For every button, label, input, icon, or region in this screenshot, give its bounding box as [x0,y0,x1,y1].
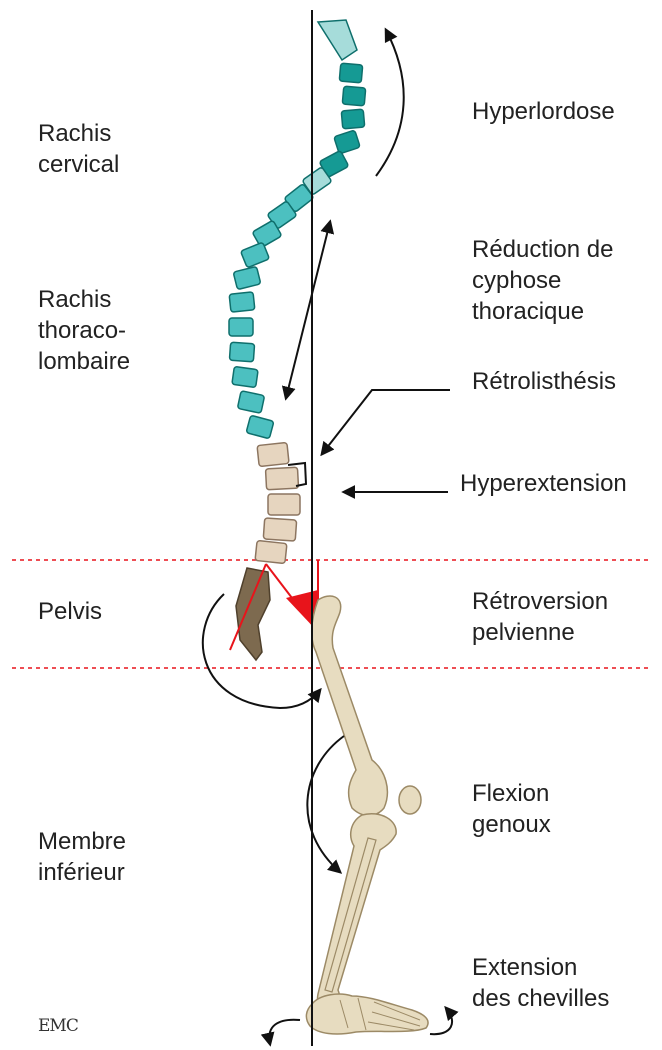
femur [312,596,388,816]
label-ankle-extension: Extension des chevilles [472,952,609,1014]
thoracic-spine [229,184,314,439]
ankle-left-arrow [269,1020,300,1044]
label-knee-flexion: Flexion genoux [472,778,551,840]
label-hyperextension: Hyperextension [460,468,627,499]
label-pelvic-retroversion: Rétroversion pelvienne [472,586,608,648]
patella [399,786,421,814]
kyphosis-double-arrow [286,222,330,398]
ankle-right-arrow [430,1008,452,1034]
retrolisthesis-arrow [322,390,450,454]
hyperlordosis-arrow [376,30,404,176]
label-pelvis: Pelvis [38,596,102,627]
emc-logo: EMC [38,1016,78,1036]
lumbar-spine [255,442,300,563]
pelvis-bone [236,568,270,660]
label-kyphosis-reduction: Réduction de cyphose thoracique [472,234,613,327]
label-retrolisthesis: Rétrolisthésis [472,366,616,397]
label-cervical-spine: Rachis cervical [38,118,119,180]
foot [306,994,428,1034]
label-hyperlordosis: Hyperlordose [472,96,615,127]
label-lower-limb: Membre inférieur [38,826,126,888]
label-thoracolumbar-spine: Rachis thoraco- lombaire [38,284,130,377]
